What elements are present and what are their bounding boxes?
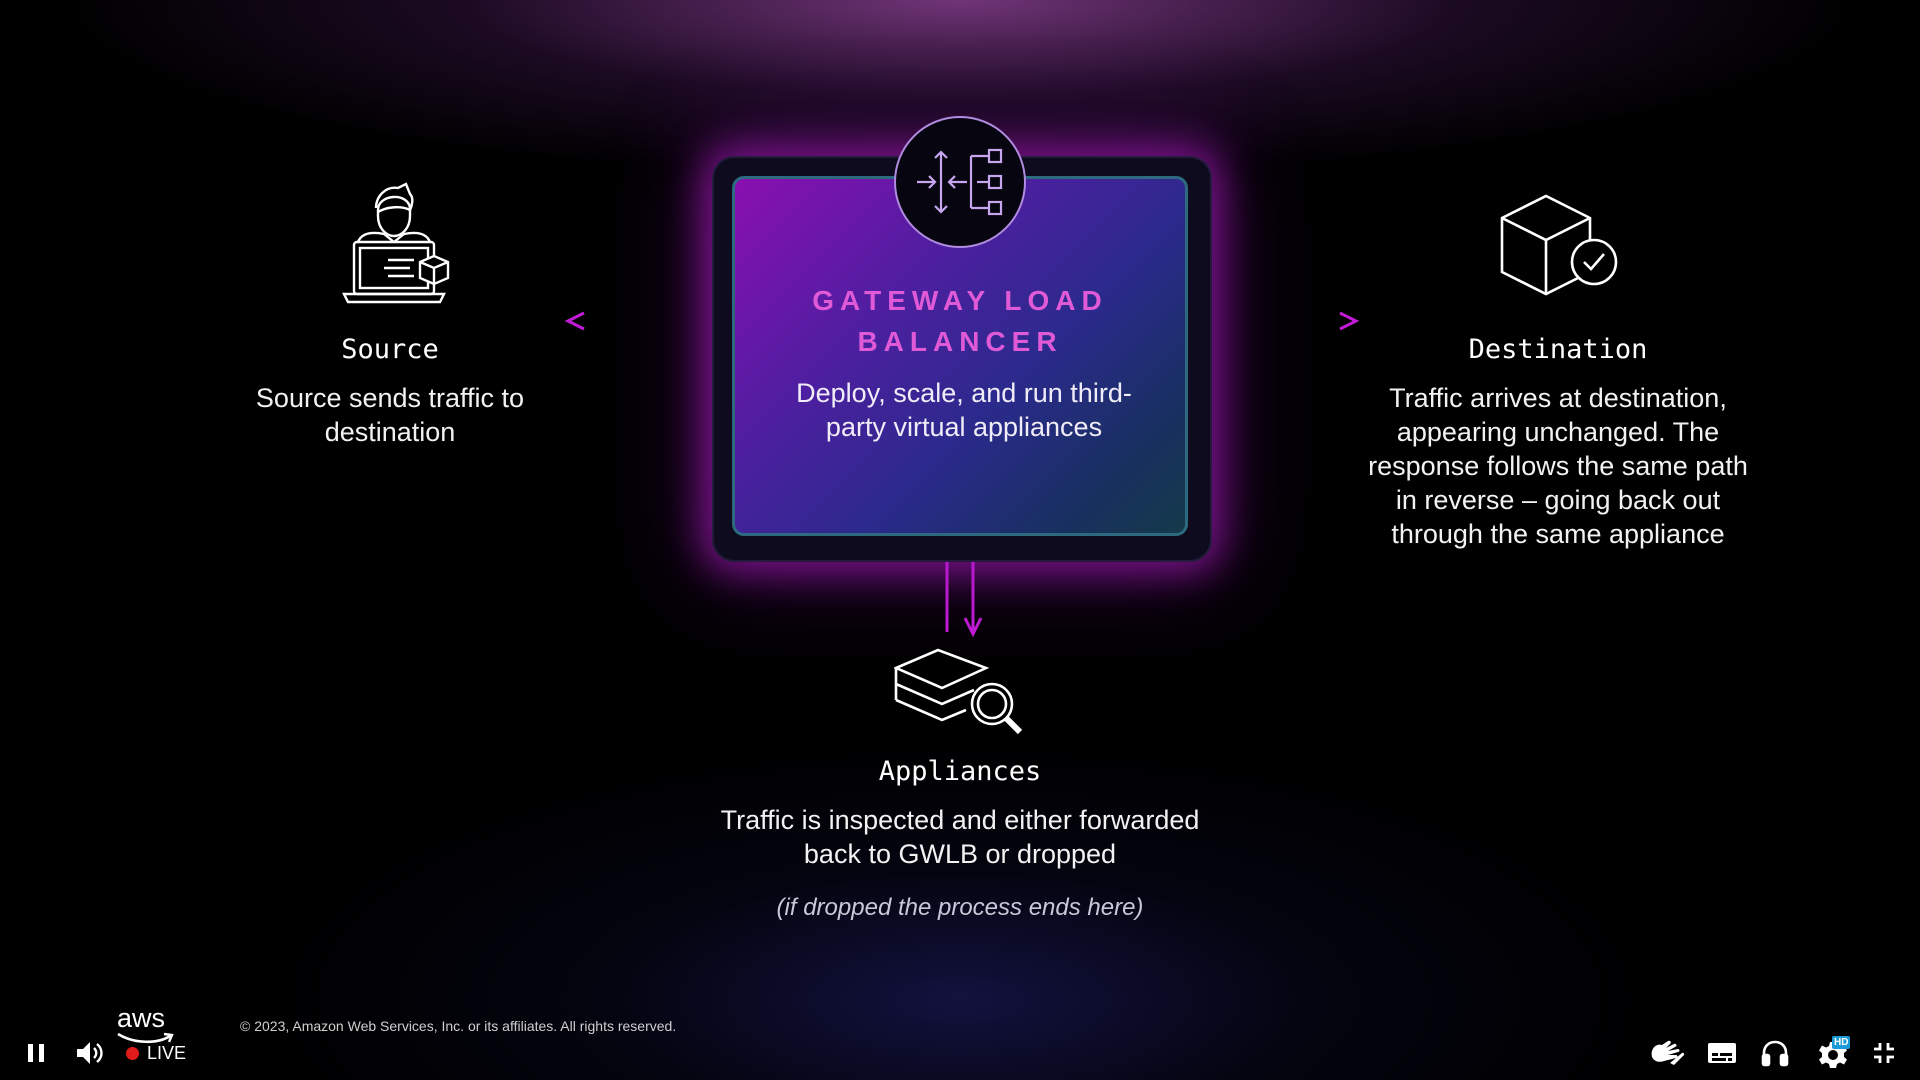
pause-button[interactable] [20, 1036, 52, 1070]
gateway-load-balancer-icon [894, 116, 1026, 248]
appliances-description: Traffic is inspected and either forwarde… [720, 805, 1200, 869]
volume-icon [77, 1042, 103, 1064]
settings-button[interactable]: HD [1810, 1034, 1856, 1074]
sign-language-icon [1651, 1040, 1685, 1065]
cube-check-icon [1500, 194, 1622, 298]
hd-badge: HD [1832, 1036, 1851, 1049]
arrow-gwlb-to-destination [1208, 311, 1360, 331]
sign-language-button[interactable] [1646, 1034, 1688, 1072]
appliances-note: (if dropped the process ends here) [776, 894, 1144, 921]
destination-title: Destination [1468, 334, 1648, 365]
copyright-text: © 2023, Amazon Web Services, Inc. or its… [240, 1018, 677, 1034]
exit-fullscreen-icon [1874, 1043, 1894, 1063]
pause-icon [28, 1044, 44, 1062]
source-description: Source sends traffic to destination [255, 383, 525, 447]
live-indicator: LIVE [126, 1043, 186, 1064]
arrow-to-source [564, 311, 712, 331]
volume-button[interactable] [72, 1034, 108, 1072]
gwlb-description: Deploy, scale, and run third-party virtu… [796, 378, 1132, 442]
gwlb-title: GATEWAY LOAD BALANCER [812, 285, 1108, 357]
subtitles-button[interactable] [1702, 1036, 1742, 1070]
aws-smile-icon [117, 1032, 174, 1044]
user-laptop-icon [340, 182, 450, 306]
layers-search-icon [892, 648, 1026, 738]
source-title: Source [341, 334, 439, 365]
appliances-title: Appliances [878, 756, 1042, 787]
live-label: LIVE [147, 1043, 187, 1063]
audio-description-button[interactable] [1756, 1036, 1794, 1070]
exit-fullscreen-button[interactable] [1866, 1036, 1902, 1070]
subtitles-icon [1708, 1043, 1736, 1063]
aws-logo: aws [117, 1003, 166, 1033]
destination-description: Traffic arrives at destination, appearin… [1368, 383, 1748, 549]
live-dot-icon [126, 1047, 139, 1060]
audio-description-icon [1761, 1040, 1789, 1067]
